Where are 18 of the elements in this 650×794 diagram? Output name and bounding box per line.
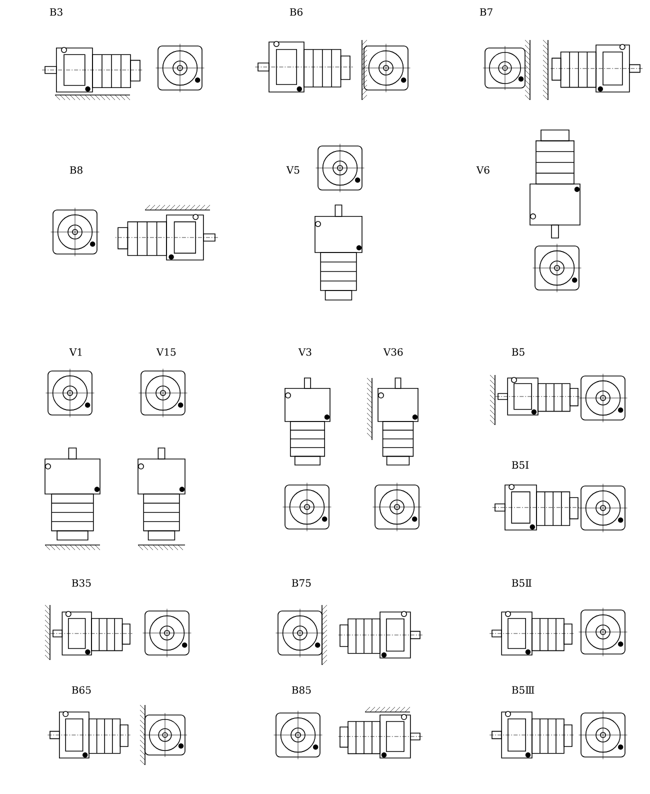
position-label: V5 xyxy=(286,166,300,174)
position-label: V36 xyxy=(383,348,403,356)
position-label: B5 xyxy=(512,348,524,356)
position-label: B5Ⅰ xyxy=(512,461,529,469)
position-label: B65 xyxy=(72,686,91,694)
position-label: B5Ⅱ xyxy=(512,579,532,587)
position-label: B6 xyxy=(290,8,302,16)
position-label: B85 xyxy=(292,686,311,694)
position-label: B8 xyxy=(70,166,82,174)
position-label: B5Ⅲ xyxy=(512,686,534,694)
position-label: B3 xyxy=(50,8,62,16)
position-label: V6 xyxy=(476,166,490,174)
position-label: V1 xyxy=(69,348,82,356)
position-label: B7 xyxy=(480,8,492,16)
position-label: V3 xyxy=(298,348,312,356)
position-label: V15 xyxy=(156,348,176,356)
position-label: B35 xyxy=(72,579,91,587)
position-label: B75 xyxy=(292,579,311,587)
